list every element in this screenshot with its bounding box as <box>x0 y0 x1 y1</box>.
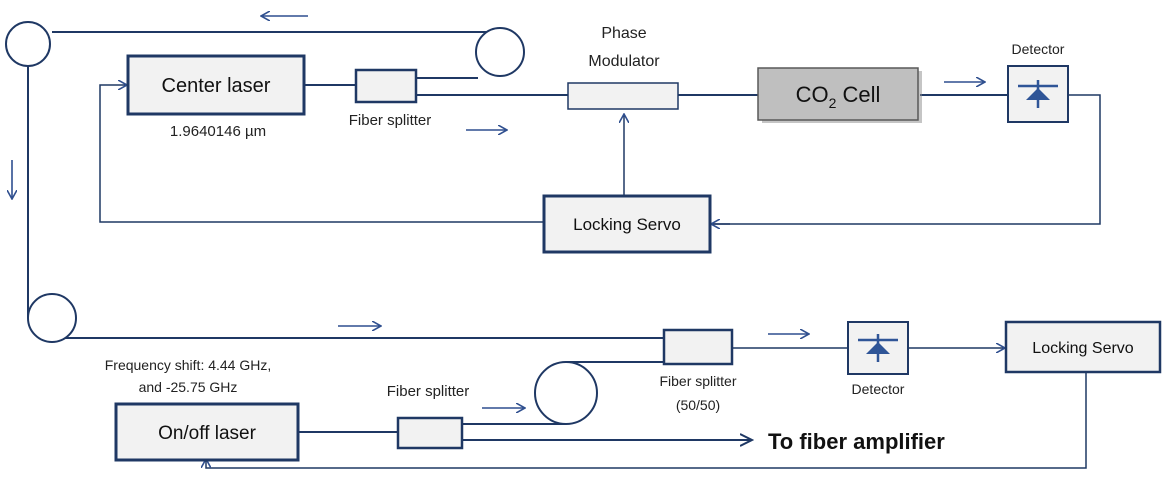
fiber-splitter-bottom <box>396 416 464 450</box>
top-fiber-paths <box>27 31 1101 318</box>
phase-modulator-label-1: Phase <box>601 25 646 42</box>
detector-top-label: Detector <box>1012 41 1065 57</box>
center-laser-box: Center laser <box>126 54 306 116</box>
fiber-splitter-5050-label-1: Fiber splitter <box>659 373 736 389</box>
frequency-shift-label-1: Frequency shift: 4.44 GHz, <box>105 357 272 373</box>
fiber-splitter-top <box>354 68 418 104</box>
on-off-laser-box: On/off laser <box>114 402 300 462</box>
photodiode-icon <box>858 334 898 362</box>
co2-cell-box: CO2 Cell <box>757 67 922 123</box>
co2-cell-label: CO2 Cell <box>796 82 881 111</box>
wavelength-label: 1.9640146 µm <box>170 123 266 140</box>
detector-top <box>1007 65 1069 123</box>
fiber-splitter-bottom-label: Fiber splitter <box>387 383 470 400</box>
locking-servo-bottom: Locking Servo <box>1004 320 1162 374</box>
locking-servo-top: Locking Servo <box>542 194 712 254</box>
fiber-coil-icon <box>27 293 77 343</box>
detector-bottom-label: Detector <box>852 381 905 397</box>
detector-bottom <box>847 321 909 375</box>
photodiode-icon <box>1018 80 1058 108</box>
locking-servo-top-label: Locking Servo <box>573 215 681 234</box>
fiber-splitter-5050-label-2: (50/50) <box>676 397 720 413</box>
fiber-coil-icon <box>5 21 51 67</box>
fiber-detector-to-servo <box>712 94 1101 225</box>
on-off-laser-label: On/off laser <box>158 423 257 444</box>
fiber-splitter-top-label: Fiber splitter <box>349 112 432 129</box>
fiber-coil-icon <box>534 361 598 425</box>
fiber-splitter-5050 <box>662 328 734 366</box>
frequency-shift-label-2: and -25.75 GHz <box>139 379 238 395</box>
phase-modulator-label-2: Modulator <box>588 53 660 70</box>
locking-servo-bottom-label: Locking Servo <box>1032 340 1133 357</box>
phase-modulator-box <box>567 82 679 110</box>
bottom-fiber-paths <box>52 337 1087 469</box>
to-fiber-amplifier-label: To fiber amplifier <box>768 429 945 454</box>
fiber-coil-icon <box>475 27 525 77</box>
center-laser-label: Center laser <box>162 75 271 97</box>
servo-to-onoff-feedback <box>206 372 1087 469</box>
servo-to-laser-feedback <box>99 85 544 223</box>
